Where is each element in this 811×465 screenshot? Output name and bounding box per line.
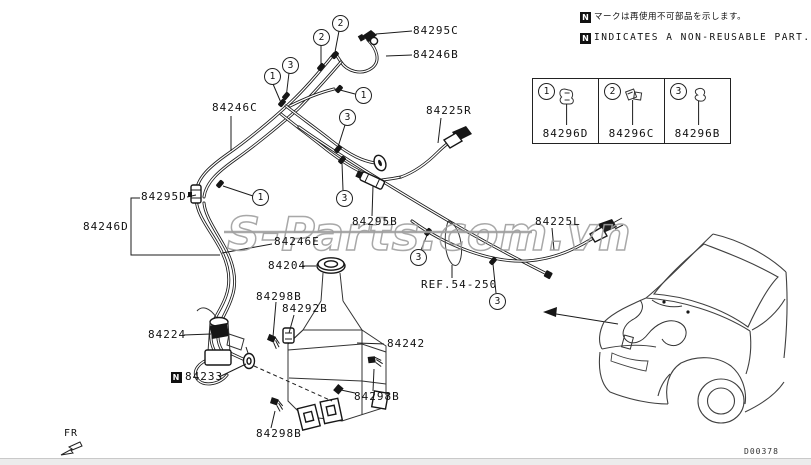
note-japanese-text: マークは再使用不可部品を示します。 <box>594 12 747 22</box>
figure-code: D00378 <box>744 447 779 456</box>
part-number-text: 84298B <box>256 290 302 303</box>
part-number-text: 84295D <box>141 190 187 203</box>
part-number-text: 84246D <box>83 220 129 233</box>
hose-joint-84295B <box>355 170 386 190</box>
legend-part-number: 84296B <box>674 127 721 140</box>
pointer-arrow <box>543 307 619 325</box>
svg-text:S-Parts.com.vn: S-Parts.com.vn <box>227 207 632 261</box>
part-number-text: 84246E <box>274 235 320 248</box>
fr-direction-indicator: FR <box>58 428 84 460</box>
part-number-text: 84233 <box>185 370 224 383</box>
part-label-84298b: 84298B <box>354 390 400 404</box>
clip-icon-84296D <box>558 88 574 125</box>
part-number-text: 84298B <box>354 390 400 403</box>
reservoir-tank-84242 <box>287 272 390 431</box>
washer-nozzle-right-84225R <box>442 126 472 149</box>
part-label-84292b: 84292B <box>282 302 328 316</box>
part-label-84225l: 84225L <box>535 215 581 229</box>
elbow-joint-84295C <box>357 30 379 46</box>
part-label-84204: 84204 <box>268 259 306 273</box>
callout-circle-3: 3 <box>339 109 356 126</box>
note-english-text: INDICATES A NON-REUSABLE PART. <box>594 32 811 43</box>
washer-nozzle-left-84225L <box>589 217 624 243</box>
callout-circle-3: 3 <box>670 83 687 100</box>
callout-circle-3: 3 <box>282 57 299 74</box>
callout-circle-3: 3 <box>489 293 506 310</box>
part-number-text: 84298B <box>256 427 302 440</box>
legend-part-number: 84296C <box>608 127 655 140</box>
cowl-reference-loop <box>444 220 462 266</box>
part-label-84295b: 84295B <box>352 215 398 229</box>
callout-circle-1: 1 <box>252 189 269 206</box>
part-number-text: 84224 <box>148 328 187 341</box>
clip-icon-84296B <box>694 88 706 125</box>
part-number-text: 84204 <box>268 259 307 272</box>
callout-circle-2: 2 <box>313 29 330 46</box>
callout-circle-3: 3 <box>336 190 353 207</box>
part-label-84298b: 84298B <box>256 427 302 441</box>
part-number-text: 84246B <box>413 48 459 61</box>
part-number-text: REF.54-250 <box>421 278 498 291</box>
part-label-84225r: 84225R <box>426 104 472 118</box>
legend-cell-2: 2 84296C <box>599 79 665 143</box>
part-number-text: 84242 <box>387 337 426 350</box>
clip-icon-84296C <box>624 88 642 125</box>
part-number-text: 84246C <box>212 101 258 114</box>
callout-circle-1: 1 <box>264 68 281 85</box>
callout-circle-1: 1 <box>538 83 555 100</box>
part-number-text: 84295B <box>352 215 398 228</box>
part-label-ref.54-250: REF.54-250 <box>421 278 497 292</box>
leader-lines <box>130 30 555 429</box>
callout-circle-2: 2 <box>332 15 349 32</box>
callout-circle-3: 3 <box>410 249 427 266</box>
legend-box: 1 84296D 2 84296C 3 84296B <box>532 78 731 144</box>
part-label-84295c: 84295C <box>413 24 459 38</box>
part-label-84246b: 84246B <box>413 48 459 62</box>
part-label-84246d: 84246D <box>83 220 129 234</box>
part-label-84246e: 84246E <box>274 235 320 249</box>
legend-part-number: 84296D <box>542 127 589 140</box>
part-number-text: 84225L <box>535 215 581 228</box>
part-number-text: 84292B <box>282 302 328 315</box>
page-bottom-strip <box>0 458 811 465</box>
bracket-clip-84292B <box>282 327 295 344</box>
part-label-84295d: 84295D <box>141 190 187 204</box>
filler-cap-84204 <box>316 257 346 274</box>
fr-arrow-icon <box>60 441 83 456</box>
non-reusable-mark: N <box>171 372 182 383</box>
non-reusable-mark: N <box>580 33 591 44</box>
washer-pump-84224 <box>196 307 245 366</box>
pump-grommet-84233 <box>242 346 333 402</box>
watermark: S-Parts.com.vn <box>224 206 632 262</box>
callout-circle-2: 2 <box>604 83 621 100</box>
part-number-text: 84295C <box>413 24 459 37</box>
fr-label: FR <box>63 428 79 439</box>
part-label-84246c: 84246C <box>212 101 258 115</box>
part-label-84242: 84242 <box>387 337 425 351</box>
hose-lines <box>193 38 603 386</box>
car-outline <box>598 233 788 424</box>
legend-cell-3: 3 84296B <box>665 79 730 143</box>
part-number-text: 84225R <box>426 104 472 117</box>
grommet <box>373 154 387 172</box>
part-label-84298b: 84298B <box>256 290 302 304</box>
non-reusable-mark: N <box>580 12 591 23</box>
callout-circle-1: 1 <box>355 87 372 104</box>
hose-joint-84295D <box>188 184 202 204</box>
legend-cell-1: 1 84296D <box>533 79 599 143</box>
part-label-84224: 84224 <box>148 328 186 342</box>
